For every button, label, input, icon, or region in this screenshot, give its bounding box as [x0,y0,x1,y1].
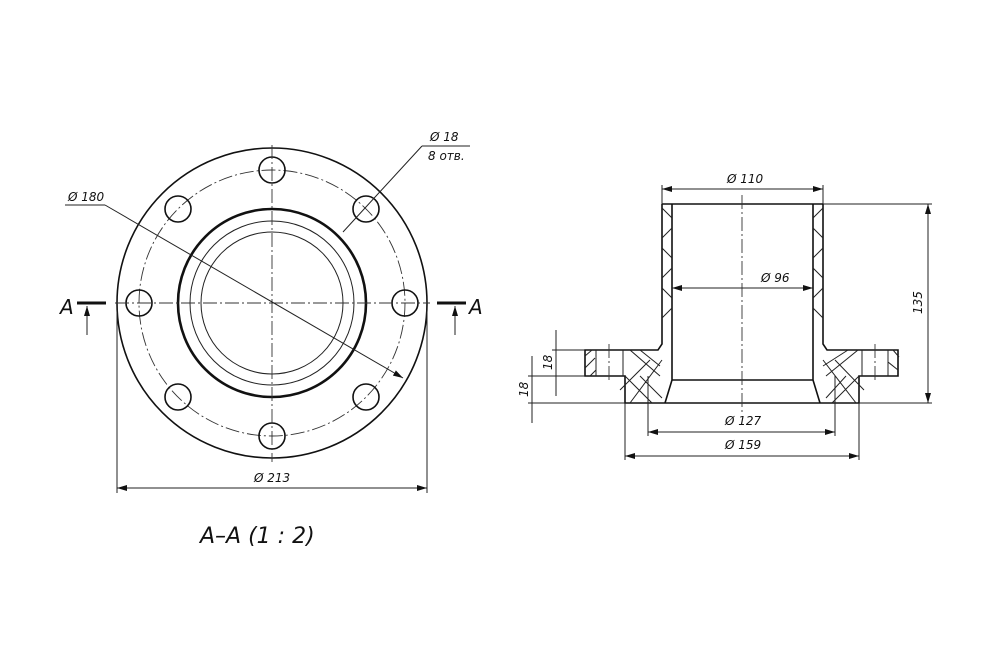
flange-holes [595,350,889,376]
bore-outline [664,204,821,404]
hole-count-label: 8 отв. [428,149,465,163]
front-view: Ø 180 Ø 18 8 отв. Ø 213 A A [58,130,483,493]
section-letter-left: A [58,295,74,319]
dim-18-upper-label: 18 [541,354,555,370]
dim-159-label: Ø 159 [724,438,761,452]
bolt-holes [125,156,419,450]
section-letter-right: A [467,295,483,319]
bolt-hole [164,383,192,411]
bolt-hole [352,383,380,411]
bolt-hole [352,195,380,223]
dim-180-label: Ø 180 [67,190,105,204]
dim-213-label: Ø 213 [253,471,290,485]
part-outline [584,203,899,404]
section-view: Ø 110 Ø 96 135 Ø 127 Ø 159 18 18 [517,172,932,460]
dim-127-label: Ø 127 [724,414,762,428]
dim-110-label: Ø 110 [726,172,764,186]
dim-18-label: Ø 18 [429,130,459,144]
hatching [584,207,900,404]
dimension-line-18 [342,145,423,233]
section-title: A–A (1 : 2) [198,524,315,549]
bolt-hole [164,195,192,223]
dim-18-lower-label: 18 [517,381,531,397]
dim-135-label: 135 [911,291,925,314]
dim-96-label: Ø 96 [760,271,790,285]
dimension-line-180 [104,204,404,379]
